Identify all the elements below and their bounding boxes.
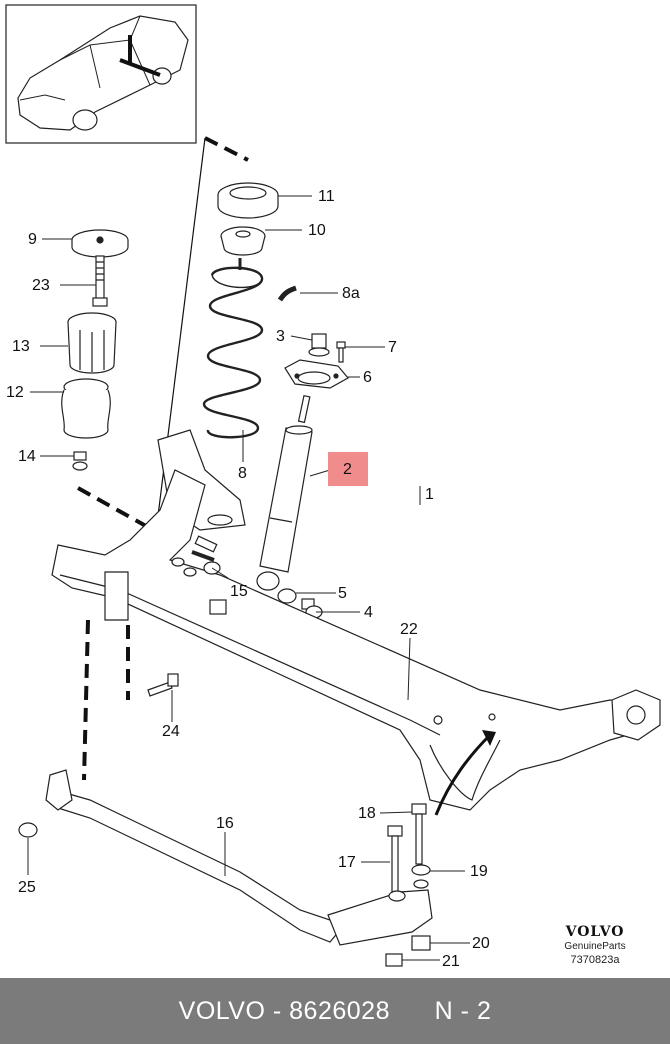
callout-19: 19 (470, 863, 488, 880)
dashed-leader-top (204, 136, 249, 162)
nut-20 (411, 935, 431, 951)
callout-9: 9 (28, 231, 37, 248)
footer-separator: - (265, 996, 290, 1025)
bolt-18 (411, 803, 427, 865)
highlight-box (328, 452, 368, 486)
footer-part-number: 8626028 (289, 996, 390, 1025)
bolt-15 (194, 535, 218, 553)
callout-6: 6 (363, 369, 372, 386)
brand-block: VOLVO GenuineParts 7370823a (555, 924, 635, 966)
callout-17: 17 (338, 854, 356, 871)
callout-22: 22 (400, 621, 418, 638)
callout-8: 8 (238, 465, 247, 482)
spring-seat-upper (217, 182, 279, 219)
callout-25: 25 (18, 879, 36, 896)
bump-stop-cup (220, 226, 266, 256)
nut-21 (385, 953, 403, 967)
rubber-bushing-lower (61, 378, 111, 439)
dashed-leader-lower (82, 619, 90, 781)
callout-20: 20 (472, 935, 490, 952)
nut-3 (308, 333, 330, 357)
nut-25 (18, 822, 38, 838)
callout-8a: 8a (342, 285, 360, 302)
footer-brand: VOLVO (178, 996, 266, 1025)
callout-16: 16 (216, 815, 234, 832)
shock-absorber (256, 394, 313, 591)
callout-1: 1 (425, 486, 434, 503)
callout-21: 21 (442, 953, 460, 970)
drawing-number: 7370823a (570, 954, 620, 966)
genuine-parts-label: GenuineParts (564, 941, 626, 952)
callout-3: 3 (276, 328, 285, 345)
callout-7: 7 (388, 339, 397, 356)
stud-bolt (92, 255, 108, 307)
callout-14: 14 (18, 448, 36, 465)
callout-10: 10 (308, 222, 326, 239)
rubber-bushing-upper (67, 312, 117, 374)
callout-15: 15 (230, 583, 248, 600)
footer-page: N - 2 (434, 996, 492, 1025)
bolt-24 (147, 673, 179, 697)
footer-bar: VOLVO - 8626028 N - 2 (0, 978, 670, 1044)
rubber-pad (71, 229, 129, 258)
washer-19 (411, 864, 431, 876)
car-thumbnail (5, 4, 197, 144)
callout-2: 2 (343, 461, 352, 478)
bolt-7 (336, 341, 346, 363)
footer-gap (390, 997, 435, 1026)
strut-mount (284, 359, 349, 389)
rear-axle (51, 469, 661, 811)
callout-12: 12 (6, 384, 24, 401)
arrow (434, 733, 492, 816)
parts-diagram: 11 10 8a 3 7 6 2 8 1 9 23 13 12 14 15 5 … (5, 4, 661, 970)
hose-8a (277, 285, 297, 302)
callout-13: 13 (12, 338, 30, 355)
callout-11: 11 (318, 188, 335, 205)
nut-14 (72, 451, 88, 471)
callout-4: 4 (364, 604, 373, 621)
stabilizer-bar (45, 769, 433, 946)
volvo-logo: VOLVO (565, 924, 625, 940)
bolt-17 (387, 825, 403, 893)
coil-spring (202, 266, 264, 439)
callout-23: 23 (32, 277, 50, 294)
callout-18: 18 (358, 805, 376, 822)
callout-24: 24 (162, 723, 180, 740)
washer-5 (277, 588, 297, 604)
